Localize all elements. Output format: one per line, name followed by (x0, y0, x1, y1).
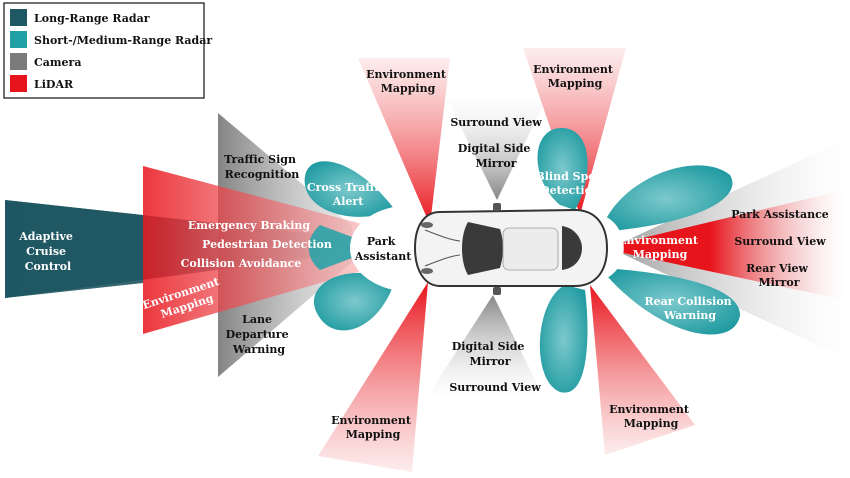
pedestrian-detection-label: Pedestrian Detection (202, 238, 332, 251)
car-windshield (462, 222, 503, 275)
top-left-env-mapping-label: Environment Mapping (366, 68, 450, 95)
cross-traffic-label: Cross Traffic Alert (307, 181, 389, 208)
park-assistance-label: Park Assistance (731, 208, 829, 221)
car-mirror-lower (493, 287, 501, 295)
car-rear-window (562, 226, 582, 270)
blind-spot-label: Blind Spot Detection (535, 170, 604, 197)
bottom-camera-beam (425, 295, 545, 400)
legend-item-camera: Camera (10, 53, 81, 70)
top-surround-view-label: Surround View (450, 116, 542, 129)
legend-label-lidar: LiDAR (34, 78, 74, 91)
rear-radar-lobe-upper (600, 165, 733, 232)
rear-collision-label: Rear Collision Warning (644, 295, 735, 322)
traffic-sign-label: Traffic Sign Recognition (224, 153, 300, 181)
acc-label: Adaptive Cruise Control (18, 230, 77, 273)
legend-item-long-range-radar: Long-Range Radar (10, 9, 150, 26)
front-lidar-beam (143, 166, 400, 334)
bottom-right-env-mapping-label: Environment Mapping (609, 403, 693, 430)
park-assistant-zone (350, 205, 412, 292)
top-left-lidar-beam (358, 58, 450, 225)
legend-swatch-camera (10, 53, 27, 70)
top-right-lidar-beam (523, 48, 626, 215)
top-camera-beam (445, 95, 548, 200)
collision-avoidance-label: Collision Avoidance (181, 257, 302, 270)
legend-box (3, 2, 205, 99)
car-headlight-lower (421, 268, 433, 274)
rear-env-mapping-label: Environment Mapping (618, 234, 702, 261)
car-top-view (413, 203, 609, 295)
cross-traffic-radar-lobe (304, 161, 395, 217)
bottom-left-env-mapping-label: Environment Mapping (331, 414, 415, 441)
legend-label-long-range-radar: Long-Range Radar (34, 12, 150, 25)
legend-swatch-long-range-radar (10, 9, 27, 26)
car-mirror-upper (493, 203, 501, 211)
rear-collision-radar-lobe (600, 268, 740, 335)
rear-surround-view-label: Surround View (734, 235, 826, 248)
park-assistant-label: Park Assistant (354, 235, 412, 263)
front-radar-lobe-mid (308, 225, 360, 270)
car-headlight-upper (421, 222, 433, 228)
emergency-braking-label: Emergency Braking (188, 219, 310, 232)
legend: Long-Range Radar Short-/Medium-Range Rad… (3, 2, 212, 99)
long-range-radar-overlay (5, 200, 143, 298)
legend-label-camera: Camera (34, 56, 81, 69)
legend-label-short-medium-radar: Short-/Medium-Range Radar (34, 34, 212, 47)
legend-item-lidar: LiDAR (10, 75, 74, 92)
lane-departure-label: Lane Departure Warning (226, 313, 293, 356)
top-digital-mirror-label: Digital Side Mirror (458, 142, 534, 170)
rear-park-zone (602, 215, 624, 280)
blind-spot-radar-lobe (537, 127, 588, 210)
car-roof (502, 227, 559, 271)
legend-item-short-medium-radar: Short-/Medium-Range Radar (10, 31, 212, 48)
rear-lidar-beam (600, 190, 845, 300)
top-right-env-mapping-label: Environment Mapping (533, 63, 617, 90)
rear-collision-radar-lobe-bottom (539, 285, 588, 393)
bottom-left-lidar-beam (318, 282, 428, 472)
bottom-surround-view-label: Surround View (449, 381, 541, 394)
car-hood-lines (424, 229, 461, 267)
front-radar-lobe-lower (313, 272, 395, 331)
rear-view-mirror-label: Rear View Mirror (746, 262, 812, 289)
bottom-digital-mirror-label: Digital Side Mirror (452, 340, 528, 368)
bottom-right-lidar-beam (590, 285, 695, 455)
legend-swatch-short-medium-radar (10, 31, 27, 48)
legend-swatch-lidar (10, 75, 27, 92)
